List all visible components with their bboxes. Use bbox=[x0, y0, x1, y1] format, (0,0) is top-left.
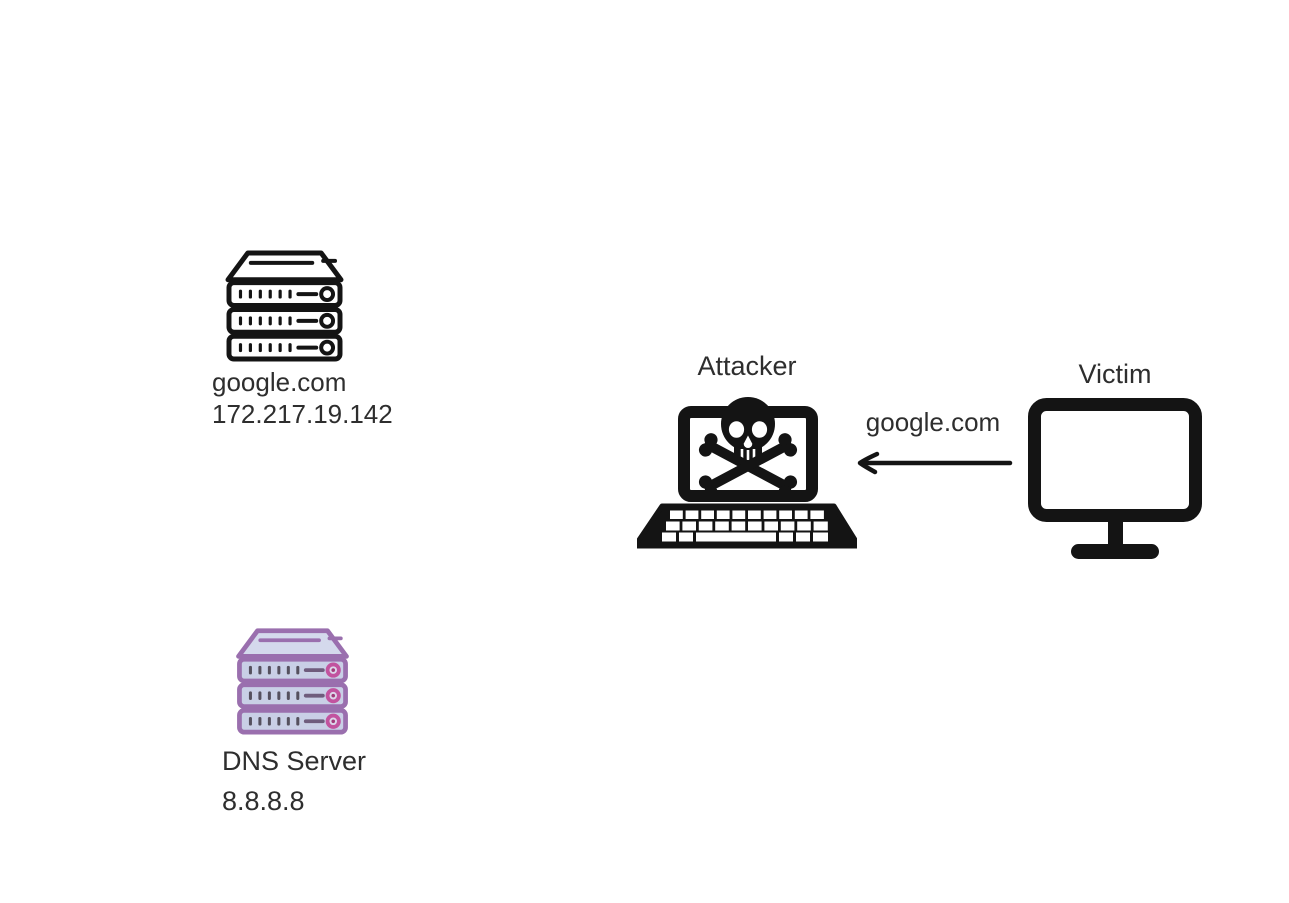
dns-server-label: DNS Server 8.8.8.8 bbox=[222, 741, 366, 821]
attacker-node bbox=[634, 393, 860, 556]
victim-node bbox=[1028, 398, 1202, 565]
laptop-skull-icon bbox=[634, 397, 860, 549]
server-rack-icon bbox=[224, 249, 345, 362]
dns-server-ip: 8.8.8.8 bbox=[222, 786, 305, 816]
dns-server-node bbox=[234, 627, 351, 740]
google-server-domain: google.com bbox=[212, 367, 347, 397]
dns-server-rack-icon bbox=[234, 627, 351, 735]
google-server-label: google.com 172.217.19.142 bbox=[212, 366, 393, 430]
request-arrow-label: google.com bbox=[865, 407, 1001, 437]
google-server-node bbox=[224, 249, 345, 367]
arrow-left-icon bbox=[857, 451, 1013, 475]
victim-label: Victim bbox=[1078, 359, 1152, 389]
monitor-icon bbox=[1028, 398, 1202, 559]
dns-server-name: DNS Server bbox=[222, 746, 367, 776]
google-server-ip: 172.217.19.142 bbox=[212, 399, 393, 429]
attacker-label: Attacker bbox=[697, 351, 797, 381]
request-arrow bbox=[852, 450, 1014, 481]
